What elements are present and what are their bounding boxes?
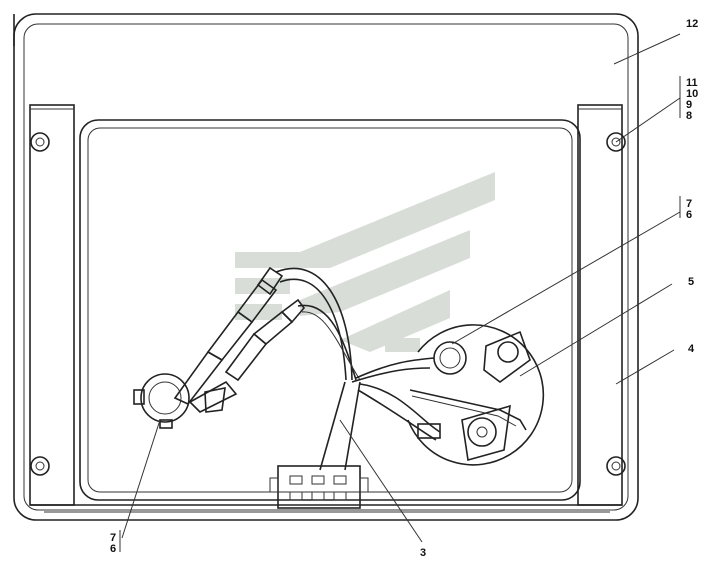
label-6-right: 6 [686, 209, 692, 221]
label-7-right: 7 [686, 198, 692, 210]
label-10: 10 [686, 88, 698, 100]
label-9: 9 [686, 99, 692, 111]
callout-labels: 12 11 10 9 8 7 6 5 4 3 7 6 [110, 18, 698, 559]
wiring-harness [275, 267, 441, 471]
label-7-left: 7 [110, 532, 116, 544]
label-6-left: 6 [110, 543, 116, 555]
label-12: 12 [686, 18, 698, 30]
side-rails [29, 104, 623, 513]
sensor-probes [173, 266, 306, 413]
label-8: 8 [686, 110, 692, 122]
connector-socket [133, 373, 226, 429]
plug-connector [269, 465, 369, 509]
label-5: 5 [688, 276, 694, 288]
label-4: 4 [688, 343, 695, 355]
mounting-bolts [30, 132, 626, 476]
label-3: 3 [420, 547, 426, 559]
leader-lines [119, 33, 681, 552]
watermark-logo [235, 172, 495, 352]
sender-disk [407, 324, 545, 466]
inner-window [79, 119, 581, 501]
label-11: 11 [686, 77, 698, 89]
housing-outline [13, 13, 639, 521]
